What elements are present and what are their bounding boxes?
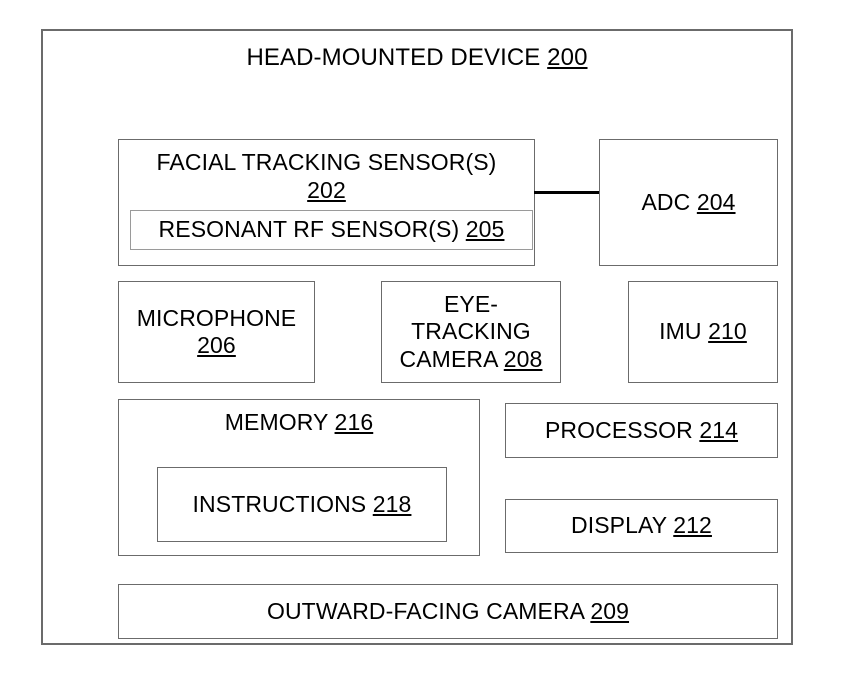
facial-tracking-sensor-text: FACIAL TRACKING SENSOR(S) — [156, 149, 497, 175]
outward-facing-camera-label: OUTWARD-FACING CAMERA 209 — [267, 598, 629, 625]
eye-tracking-camera-text: EYE- TRACKING CAMERA — [399, 291, 531, 372]
display-ref: 212 — [673, 512, 712, 539]
outward-facing-camera-text: OUTWARD-FACING CAMERA — [266, 597, 584, 624]
memory-label: MEMORY 216 — [119, 409, 479, 436]
block-facial-tracking-sensor: FACIAL TRACKING SENSOR(S)202 RESONANT RF… — [118, 139, 535, 266]
block-memory: MEMORY 216 INSTRUCTIONS 218 — [118, 399, 480, 556]
block-resonant-rf-sensor: RESONANT RF SENSOR(S) 205 — [130, 210, 533, 250]
block-imu: IMU 210 — [628, 281, 778, 383]
memory-text: MEMORY — [224, 409, 329, 435]
device-title-text: HEAD-MOUNTED DEVICE — [246, 44, 541, 71]
block-outward-facing-camera: OUTWARD-FACING CAMERA 209 — [118, 584, 778, 639]
block-instructions: INSTRUCTIONS 218 — [157, 467, 447, 542]
instructions-ref: 218 — [372, 490, 412, 517]
block-eye-tracking-camera: EYE- TRACKING CAMERA 208 — [381, 281, 561, 383]
display-text: DISPLAY — [571, 512, 667, 539]
adc-text: ADC — [641, 188, 691, 215]
instructions-label: INSTRUCTIONS 218 — [193, 491, 412, 518]
processor-ref: 214 — [699, 416, 739, 443]
connector-facial-tracking-sensor-to-adc — [534, 191, 600, 194]
facial-tracking-sensor-ref: 202 — [307, 176, 346, 203]
microphone-text: MICROPHONE — [136, 304, 297, 331]
memory-ref: 216 — [334, 409, 374, 435]
resonant-rf-sensor-ref: 205 — [465, 216, 505, 243]
microphone-ref: 206 — [197, 332, 236, 358]
instructions-text: INSTRUCTIONS — [192, 490, 367, 517]
processor-text: PROCESSOR — [544, 416, 693, 443]
adc-label: ADC 204 — [641, 189, 735, 216]
head-mounted-device-frame: HEAD-MOUNTED DEVICE 200 FACIAL TRACKING … — [41, 29, 793, 645]
resonant-rf-sensor-text: RESONANT RF SENSOR(S) — [158, 216, 460, 243]
processor-label: PROCESSOR 214 — [545, 417, 738, 444]
eye-tracking-camera-ref: 208 — [503, 345, 543, 372]
device-title-ref: 200 — [547, 44, 588, 71]
display-label: DISPLAY 212 — [571, 512, 712, 539]
imu-text: IMU — [659, 318, 702, 345]
imu-ref: 210 — [708, 318, 747, 345]
resonant-rf-sensor-label: RESONANT RF SENSOR(S) 205 — [159, 216, 505, 243]
facial-tracking-sensor-label: FACIAL TRACKING SENSOR(S)202 — [119, 149, 534, 204]
block-display: DISPLAY 212 — [505, 499, 778, 553]
block-adc: ADC 204 — [599, 139, 778, 266]
page-title: HEAD-MOUNTED DEVICE 200 — [43, 44, 791, 72]
eye-tracking-camera-label: EYE- TRACKING CAMERA 208 — [400, 291, 543, 372]
adc-ref: 204 — [696, 188, 736, 215]
outward-facing-camera-ref: 209 — [590, 597, 630, 624]
imu-label: IMU 210 — [659, 318, 747, 345]
block-processor: PROCESSOR 214 — [505, 403, 778, 458]
